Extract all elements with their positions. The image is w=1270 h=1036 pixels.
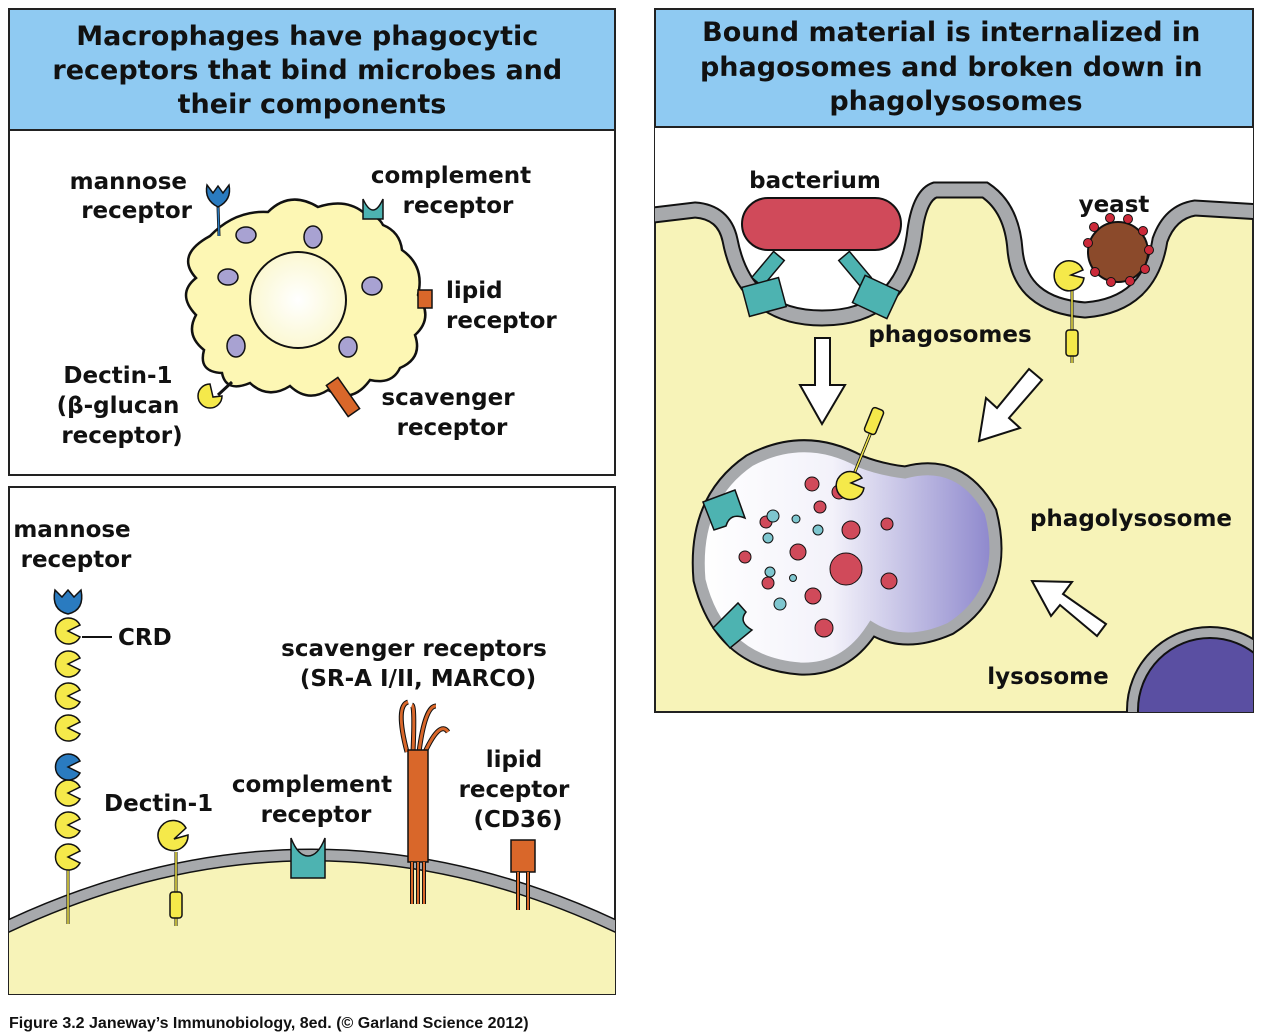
dectin1-receptor-icon	[197, 380, 234, 409]
mannose-receptor-chain-icon	[53, 588, 83, 924]
dectin1-icon	[157, 819, 189, 926]
label-mannose-receptor-a: mannose receptor	[70, 169, 195, 224]
macrophage-vesicles	[217, 225, 383, 358]
lipid-receptor-cd36-icon	[510, 839, 536, 910]
bacterium-receptors-icon	[740, 250, 901, 320]
label-mannose-receptor-b: mannose receptor	[13, 517, 138, 573]
label-lipid-receptor-b: lipid receptor (CD36)	[459, 747, 578, 833]
panel-a-header	[8, 8, 616, 131]
yeast	[1083, 213, 1154, 287]
phagolysosome-particles	[738, 476, 898, 638]
panel-c-header	[654, 8, 1254, 128]
phagolysosome-dectin1-icon	[835, 406, 885, 501]
panel-a: Macrophages have phagocytic receptors th…	[8, 8, 616, 476]
label-scavenger-receptor-a: scavenger receptor	[381, 385, 522, 441]
panel-a-title: Macrophages have phagocytic receptors th…	[52, 21, 571, 120]
yeast-dectin1-icon	[1053, 260, 1085, 363]
arrow-down-left-icon	[977, 367, 1044, 443]
figure-caption: Figure 3.2 Janeway’s Immunobiology, 8ed.…	[9, 1015, 529, 1032]
label-phagolysosome: phagolysosome	[1030, 506, 1232, 532]
label-dectin1-b: Dectin-1	[104, 791, 213, 817]
panel-b: mannose receptor CRD Dectin-1 complement…	[8, 486, 616, 995]
label-yeast: yeast	[1079, 192, 1150, 218]
arrow-up-left-icon	[1030, 579, 1108, 638]
bacterium	[741, 197, 902, 251]
arrow-down-icon	[798, 337, 847, 427]
complement-receptor-icon-b	[290, 837, 326, 879]
phagolysosome-receptors-icon	[702, 489, 754, 650]
lysosome	[1137, 637, 1253, 712]
label-bacterium: bacterium	[749, 168, 881, 194]
label-dectin1-a: Dectin-1 (β-glucan receptor)	[57, 363, 188, 449]
complement-receptor-icon	[362, 198, 384, 220]
label-phagosomes: phagosomes	[868, 322, 1031, 348]
macrophage-nucleus	[249, 251, 347, 349]
lipid-receptor-icon	[417, 289, 433, 309]
label-lysosome: lysosome	[987, 664, 1108, 690]
panel-c-title: Bound material is internalized in phagos…	[700, 17, 1212, 117]
scavenger-receptor-icon	[325, 376, 361, 418]
label-scavenger-receptors-b: scavenger receptors (SR-A I/II, MARCO)	[281, 636, 555, 692]
label-complement-receptor-a: complement receptor	[371, 163, 539, 219]
label-complement-receptor-b: complement receptor	[232, 772, 400, 828]
cell-cytoplasm	[9, 855, 615, 994]
label-lipid-receptor-a: lipid receptor	[446, 278, 557, 334]
panel-c: Bound material is internalized in phagos…	[654, 8, 1254, 713]
scavenger-receptor-icon-b	[398, 699, 451, 904]
label-crd: CRD	[118, 625, 172, 651]
mannose-receptor-icon	[205, 183, 231, 237]
